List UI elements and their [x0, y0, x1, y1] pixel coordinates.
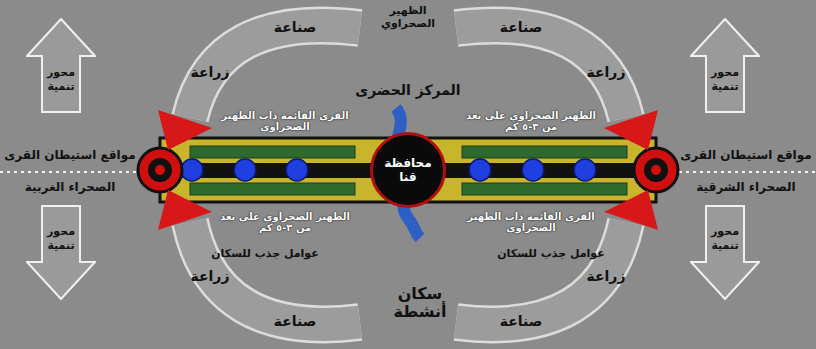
arrow-outline: [27, 19, 95, 112]
population-label: سكان أنشطة: [387, 285, 453, 322]
desert-label: الصحراء الشرقية: [680, 181, 812, 195]
band-label: الظهير الصحراوي على بعد من ٣-٥ كم: [461, 110, 601, 133]
axis-label: محور تنمية: [36, 52, 86, 107]
band-label: القرى القائمة ذات الظهير الصحراوي: [215, 110, 355, 133]
arrow-outline: [691, 19, 759, 112]
activity-label: زراعة: [175, 268, 245, 284]
development-axis-arrow: محور تنمية: [26, 205, 96, 300]
arrow-outline: [27, 206, 95, 299]
arrow-shape: [690, 18, 760, 113]
arrow-shape: [690, 205, 760, 300]
activity-label: صناعة: [486, 19, 556, 35]
attraction-label: عوامل جذب للسكان: [200, 248, 330, 261]
urban-center-label: المركز الحضرى: [343, 82, 473, 98]
axis-label: محور تنمية: [700, 211, 750, 266]
side-label: مواقع استيطان القرى: [4, 149, 136, 163]
top-label: الظهير الصحراوي: [363, 5, 453, 30]
arrow-shape: [26, 18, 96, 113]
side-label: مواقع استيطان القرى: [680, 149, 812, 163]
attraction-label: عوامل جذب للسكان: [486, 248, 616, 261]
governorate-name: محافظة قنا: [379, 141, 437, 199]
development-axis-arrow: محور تنمية: [690, 18, 760, 113]
arrow-outline: [691, 206, 759, 299]
arrow-shape: [26, 205, 96, 300]
activity-label: زراعة: [571, 64, 641, 80]
axis-label: محور تنمية: [700, 52, 750, 107]
development-axis-arrow: محور تنمية: [690, 205, 760, 300]
band-label: القرى القائمة ذات الظهير الصحراوي: [461, 211, 601, 234]
governorate-circle: محافظة قنا: [370, 132, 446, 208]
activity-label: صناعة: [260, 313, 330, 329]
activity-label: زراعة: [571, 268, 641, 284]
axis-label: محور تنمية: [36, 211, 86, 266]
band-label: الظهير الصحراوي على بعد من ٣-٥ كم: [215, 211, 355, 234]
activity-label: زراعة: [175, 64, 245, 80]
activity-label: صناعة: [486, 313, 556, 329]
desert-label: الصحراء الغربية: [4, 181, 136, 195]
development-axis-arrow: محور تنمية: [26, 18, 96, 113]
activity-label: صناعة: [260, 19, 330, 35]
